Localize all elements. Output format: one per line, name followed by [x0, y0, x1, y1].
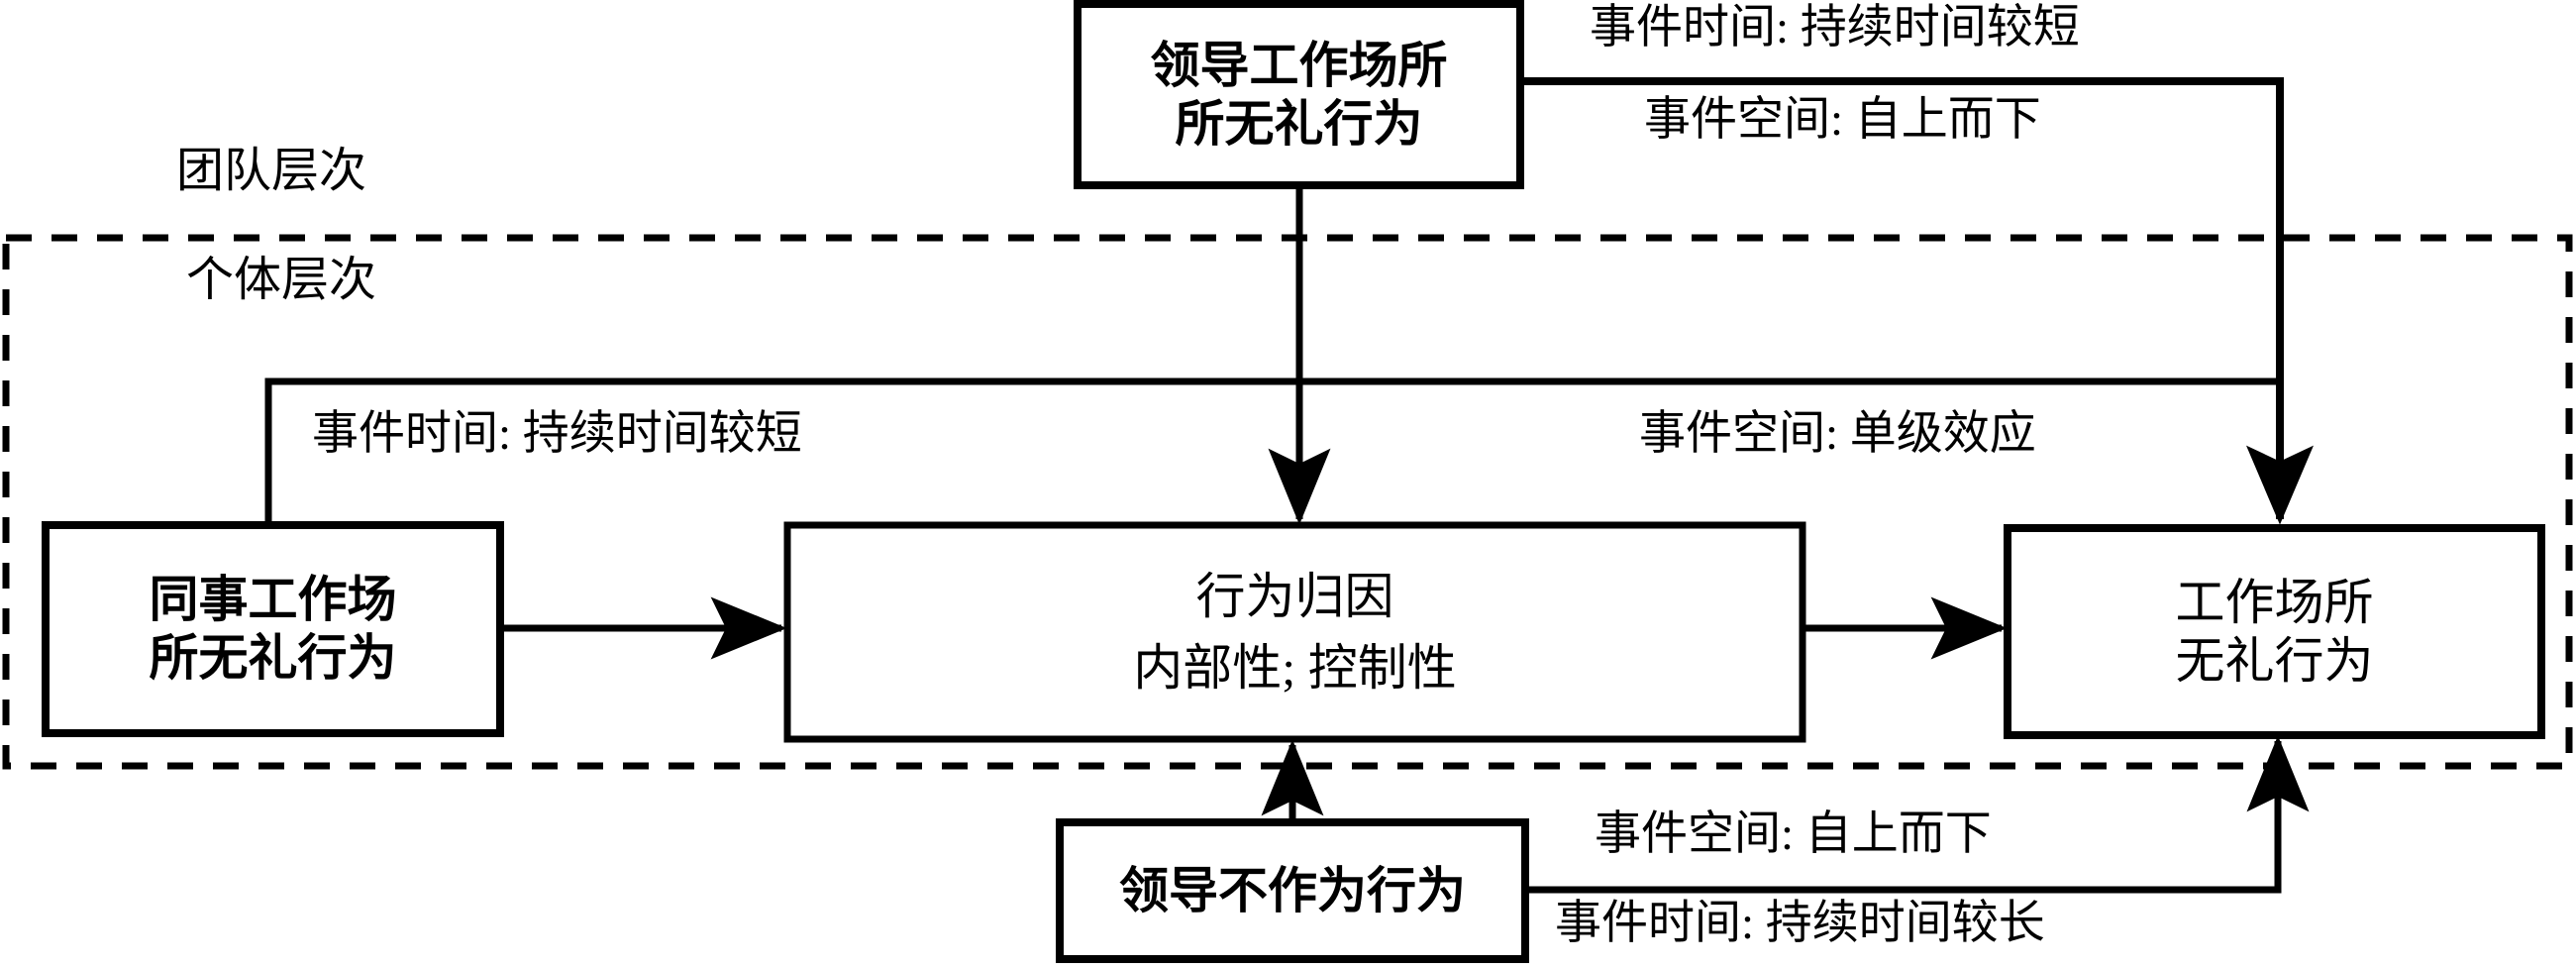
node-box-workplace-incivility[interactable] — [2004, 524, 2545, 739]
node-label-coworker-incivility: 同事工作场 所无礼行为 — [46, 525, 500, 733]
edge-label-top-right-time: 事件时间: 持续时间较短 — [1590, 2, 2080, 54]
edge-label-bottom-right-time: 事件时间: 持续时间较长 — [1555, 898, 2045, 949]
node-box-leader-incivility[interactable] — [1074, 0, 1524, 189]
node-line-1: 领导工作场所 — [1150, 37, 1448, 93]
team-level-caption: 团队层次 — [176, 145, 367, 197]
node-label-leader-incivility: 领导工作场所 所无礼行为 — [1078, 4, 1520, 185]
node-line-1: 行为归因 — [1195, 568, 1394, 624]
edge-inaction-to-workplace — [1525, 735, 2310, 894]
edge-label-top-right-space: 事件空间: 自上而下 — [1644, 94, 2041, 146]
edge-left-elbow-line — [264, 377, 2280, 525]
node-label-workplace-incivility: 工作场所 无礼行为 — [2008, 528, 2541, 735]
node-line-2: 所无礼行为 — [1175, 95, 1423, 152]
node-line-1: 同事工作场 — [149, 572, 397, 627]
node-box-leader-inaction[interactable] — [1056, 818, 1529, 963]
node-box-coworker-incivility[interactable] — [42, 521, 504, 737]
node-line-1: 工作场所 — [2175, 574, 2374, 630]
node-line-2: 内部性; 控制性 — [1133, 640, 1457, 696]
edge-label-bottom-right-space: 事件空间: 自上而下 — [1595, 808, 1992, 860]
individual-level-caption: 个体层次 — [186, 254, 377, 306]
individual-level-dashed-boundary — [2, 234, 2573, 770]
edge-label-left-time: 事件时间: 持续时间较短 — [312, 408, 802, 460]
node-label-leader-inaction: 领导不作为行为 — [1060, 822, 1525, 959]
node-label-attribution: 行为归因 内部性; 控制性 — [787, 525, 1803, 739]
node-line-2: 所无礼行为 — [149, 630, 397, 686]
node-box-attribution[interactable] — [783, 521, 1806, 743]
edge-label-right-space-single: 事件空间: 单级效应 — [1639, 408, 2036, 460]
node-line-1: 领导不作为行为 — [1119, 862, 1466, 918]
node-line-2: 无礼行为 — [2175, 632, 2374, 689]
